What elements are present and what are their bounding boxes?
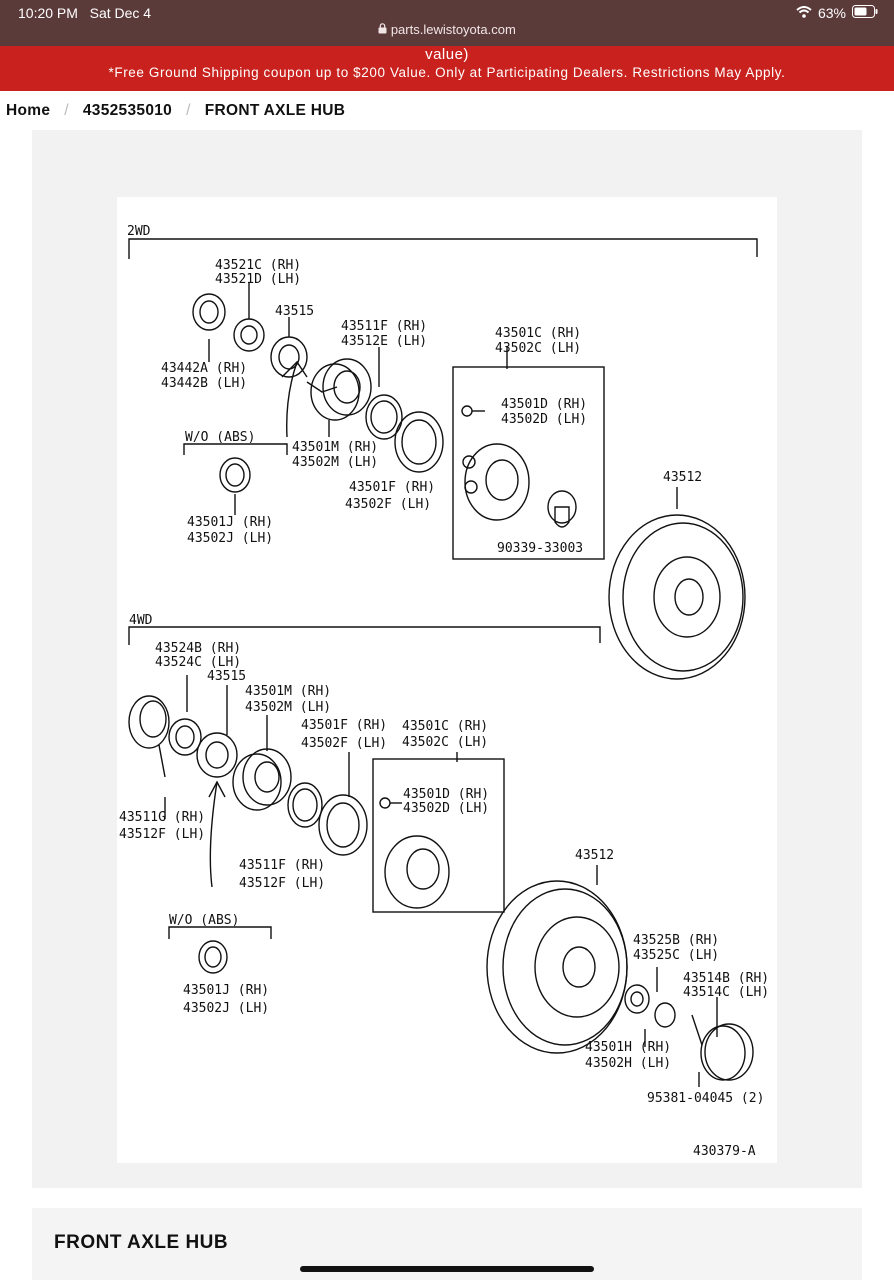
part-label[interactable]: 43521D (LH) [215, 272, 301, 287]
part-label[interactable]: 43501J (RH) [187, 515, 273, 530]
part-label[interactable]: 43502M (LH) [245, 700, 331, 715]
part-label[interactable]: 43511F (RH) [239, 858, 325, 873]
part-label[interactable]: 43515 [275, 304, 314, 319]
part-label[interactable]: 43501F (RH) [301, 718, 387, 733]
status-right: 63% [796, 5, 878, 21]
part-label[interactable]: 43515 [207, 669, 246, 684]
part-label[interactable]: 43501M (RH) [245, 684, 331, 699]
address-bar[interactable]: parts.lewistoyota.com [0, 22, 894, 37]
part-label[interactable]: 43501M (RH) [292, 440, 378, 455]
part-label[interactable]: 43501C (RH) [402, 719, 488, 734]
label-2wd: 2WD [127, 224, 151, 239]
part-label[interactable]: 43512 [575, 848, 614, 863]
part-label[interactable]: 43524B (RH) [155, 641, 241, 656]
banner-line-2: *Free Ground Shipping coupon up to $200 … [108, 65, 786, 80]
part-label[interactable]: 43502D (LH) [501, 412, 587, 427]
battery-icon [852, 5, 878, 21]
breadcrumb-separator: / [64, 102, 69, 119]
part-label[interactable]: 43502J (LH) [183, 1001, 269, 1016]
wifi-icon [796, 5, 812, 21]
breadcrumb: Home / 4352535010 / FRONT AXLE HUB [6, 102, 345, 120]
section-title: FRONT AXLE HUB [54, 1232, 229, 1253]
part-label[interactable]: 43514B (RH) [683, 971, 769, 986]
part-label[interactable]: 43502C (LH) [495, 341, 581, 356]
label-wo-abs: W/O (ABS) [169, 913, 239, 928]
diagram-panel: 2WD 4WD W/O (ABS) W/O (ABS) 430379-A 435… [32, 130, 862, 1188]
lock-icon [378, 22, 391, 37]
breadcrumb-part[interactable]: 4352535010 [82, 102, 173, 119]
promo-banner[interactable]: value) *Free Ground Shipping coupon up t… [0, 46, 894, 91]
part-label[interactable]: 43501D (RH) [403, 787, 489, 802]
part-label[interactable]: 95381-04045 (2) [647, 1091, 764, 1106]
part-label[interactable]: 43512F (LH) [239, 876, 325, 891]
part-label[interactable]: 43502C (LH) [402, 735, 488, 750]
home-indicator[interactable] [300, 1266, 594, 1272]
part-label[interactable]: 43502F (LH) [345, 497, 431, 512]
label-wo-abs: W/O (ABS) [185, 430, 255, 445]
part-label[interactable]: 43525C (LH) [633, 948, 719, 963]
banner-line-1: value) [425, 46, 469, 63]
part-label[interactable]: 43512E (LH) [341, 334, 427, 349]
part-label[interactable]: 43521C (RH) [215, 258, 301, 273]
status-time: 10:20 PM Sat Dec 4 [18, 5, 152, 21]
part-label[interactable]: 43502D (LH) [403, 801, 489, 816]
part-label[interactable]: 43512F (LH) [119, 827, 205, 842]
breadcrumb-current: FRONT AXLE HUB [204, 102, 346, 119]
status-bar: 10:20 PM Sat Dec 4 63% parts.lewistoyota… [0, 0, 894, 46]
part-label[interactable]: 43501C (RH) [495, 326, 581, 341]
part-label[interactable]: 43502H (LH) [585, 1056, 671, 1071]
url-text: parts.lewistoyota.com [390, 22, 516, 37]
parts-diagram-svg: 2WD 4WD W/O (ABS) W/O (ABS) 430379-A 435… [119, 224, 769, 1159]
part-label[interactable]: 43525B (RH) [633, 933, 719, 948]
part-label[interactable]: 43442A (RH) [161, 361, 247, 376]
part-label[interactable]: 43502M (LH) [292, 455, 378, 470]
label-ref: 430379-A [693, 1144, 756, 1159]
parts-diagram[interactable]: 2WD 4WD W/O (ABS) W/O (ABS) 430379-A 435… [117, 197, 777, 1163]
part-label[interactable]: 43502F (LH) [301, 736, 387, 751]
battery-percent: 63% [817, 5, 846, 21]
label-4wd: 4WD [129, 613, 153, 628]
breadcrumb-separator: / [186, 102, 191, 119]
part-label[interactable]: 43524C (LH) [155, 655, 241, 670]
part-label[interactable]: 43501D (RH) [501, 397, 587, 412]
part-label[interactable]: 43514C (LH) [683, 985, 769, 1000]
part-label[interactable]: 43501F (RH) [349, 480, 435, 495]
part-label[interactable]: 43501H (RH) [585, 1040, 671, 1055]
part-label[interactable]: 43512 [663, 470, 702, 485]
breadcrumb-home[interactable]: Home [6, 102, 51, 119]
part-label[interactable]: 43511G (RH) [119, 810, 205, 825]
part-label[interactable]: 43442B (LH) [161, 376, 247, 391]
part-label[interactable]: 43511F (RH) [341, 319, 427, 334]
part-label[interactable]: 43501J (RH) [183, 983, 269, 998]
part-label[interactable]: 90339-33003 [497, 541, 583, 556]
part-label[interactable]: 43502J (LH) [187, 531, 273, 546]
